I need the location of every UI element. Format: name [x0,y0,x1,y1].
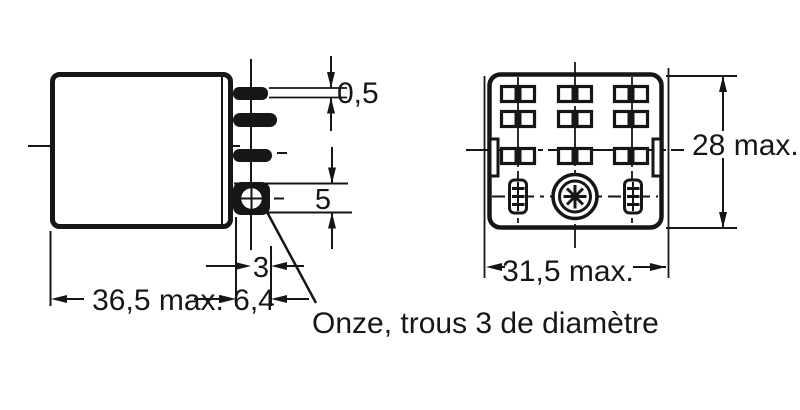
terminal-pin [233,87,268,100]
center-screw-hole [551,172,599,221]
dimension-pin-thickness: 0,5 [269,56,379,131]
dim-boss-diameter-label: 5 [315,184,331,216]
terminal-slot [556,146,594,166]
leader-line [265,211,318,304]
relay-bottom-view: 28 max. 31,5 max. [466,62,799,288]
terminal-slot [556,109,594,129]
terminal-slot [612,84,650,104]
terminal-slot [499,84,537,104]
terminal-pin [233,113,277,127]
dimension-terminal-length: 6,4 [194,284,309,317]
dimension-body-width: 31,5 max. [483,68,670,288]
dim-body-length-label: 36,5 max. [92,284,224,317]
keying-slot-left [508,178,528,215]
terminal-pin [233,149,272,162]
dim-pin-thickness-label: 0,5 [337,77,379,110]
dimension-body-length: 36,5 max. [51,284,235,317]
dim-body-height-label: 28 max. [692,129,799,162]
dimension-hole-offset: 3 [206,252,304,284]
terminal-pins-side [233,87,287,162]
terminal-slot [612,146,650,166]
positioning-boss [233,182,284,215]
dim-terminal-length-label: 6,4 [233,284,275,317]
terminal-slot [612,109,650,129]
dimension-boss-diameter: 5 [234,147,352,249]
terminal-slot [556,84,594,104]
note-label: Onze, trous 3 de diamètre [312,307,659,340]
keying-slot-right [623,178,643,215]
side-view-extension-lines [49,217,272,306]
terminal-slot [499,109,537,129]
terminal-slot-grid [499,84,650,166]
dimension-body-height: 28 max. [666,75,799,229]
side-notch-right [651,137,663,178]
dim-body-width-label: 31,5 max. [502,255,634,288]
relay-side-view: 0,5 5 3 [28,56,379,317]
terminal-slot [499,146,537,166]
screw-star-icon [563,185,587,209]
dim-hole-offset-label: 3 [253,252,269,284]
side-notch-left [488,137,500,178]
relay-body-outline [50,72,233,229]
